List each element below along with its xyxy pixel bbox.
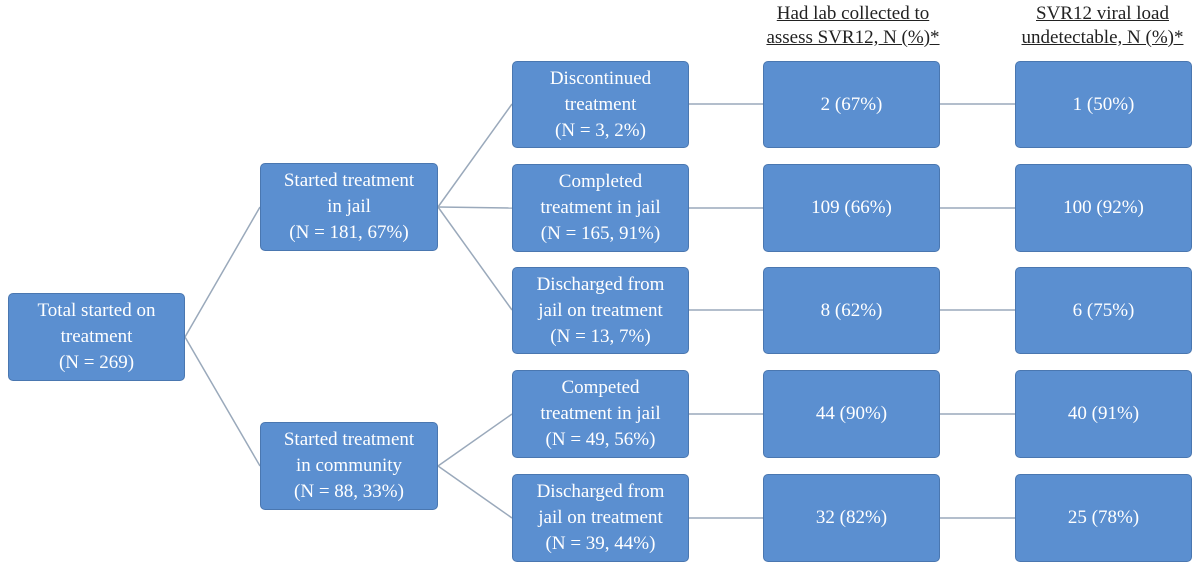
node-jail-line-1: Started treatment xyxy=(283,170,415,191)
node-completed-jail-line-2: treatment in jail xyxy=(540,197,661,218)
connector-total-jail xyxy=(184,206,261,338)
svr-discontinued-value: 1 (50%) xyxy=(1072,93,1135,115)
node-competed-community-line-3: (N = 49, 56%) xyxy=(545,429,656,450)
node-community-line-1: Started treatment xyxy=(283,429,415,450)
node-completed-jail: Completed treatment in jail (N = 165, 91… xyxy=(512,164,689,252)
node-total-line-1: Total started on xyxy=(37,300,156,321)
svr-discharged-jail-value: 6 (75%) xyxy=(1072,299,1135,321)
header-lab-line-1: Had lab collected to xyxy=(776,3,930,24)
node-total-started: Total started on treatment (N = 269) xyxy=(8,293,185,381)
svr-competed-community-value: 40 (91%) xyxy=(1067,403,1140,424)
lab-discontinued-value: 2 (67%) xyxy=(820,93,883,115)
lab-completed-jail: 109 (66%) xyxy=(763,164,940,252)
connector-jail-discontinued xyxy=(437,103,513,208)
node-discharged-community-line-1: Discharged from xyxy=(536,481,665,502)
svr-completed-jail-value: 100 (92%) xyxy=(1063,197,1144,218)
connector-community-competed xyxy=(437,413,513,467)
node-discharged-community-line-3: (N = 39, 44%) xyxy=(545,533,656,554)
svr-discharged-jail: 6 (75%) xyxy=(1015,267,1192,354)
node-started-jail: Started treatment in jail (N = 181, 67%) xyxy=(260,163,438,251)
node-community-line-3: (N = 88, 33%) xyxy=(294,481,404,502)
node-competed-community: Competed treatment in jail (N = 49, 56%) xyxy=(512,370,689,458)
connector-jail-discharged xyxy=(437,206,513,311)
lab-discontinued: 2 (67%) xyxy=(763,61,940,148)
lab-discharged-jail: 8 (62%) xyxy=(763,267,940,354)
header-svr-line-2: undetectable, N (%)* xyxy=(1021,27,1184,48)
node-discontinued-line-2: treatment xyxy=(564,93,637,115)
connector-community-discharged xyxy=(437,465,513,519)
header-lab-line-2: assess SVR12, N (%)* xyxy=(766,27,940,48)
node-discharged-jail-line-2: jail on treatment xyxy=(538,299,663,321)
svr-discharged-community-value: 25 (78%) xyxy=(1067,507,1140,528)
lab-completed-jail-value: 109 (66%) xyxy=(811,197,892,218)
node-started-community: Started treatment in community (N = 88, … xyxy=(260,422,438,510)
node-completed-jail-line-1: Completed xyxy=(558,171,643,192)
connector-jail-completed xyxy=(437,206,513,209)
svr-competed-community: 40 (91%) xyxy=(1015,370,1192,458)
node-discharged-community-line-2: jail on treatment xyxy=(538,507,663,528)
lab-discharged-community-value: 32 (82%) xyxy=(815,507,888,528)
lab-discharged-jail-value: 8 (62%) xyxy=(820,299,883,321)
header-lab-collected: Had lab collected to assess SVR12, N (%)… xyxy=(748,2,958,50)
lab-discharged-community: 32 (82%) xyxy=(763,474,940,562)
node-discharged-jail-line-1: Discharged from xyxy=(536,273,665,295)
node-jail-line-2: in jail xyxy=(327,196,371,217)
svr-completed-jail: 100 (92%) xyxy=(1015,164,1192,252)
lab-competed-community-value: 44 (90%) xyxy=(815,403,888,424)
node-competed-community-line-2: treatment in jail xyxy=(540,403,661,424)
svr-discharged-community: 25 (78%) xyxy=(1015,474,1192,562)
node-jail-line-3: (N = 181, 67%) xyxy=(289,222,409,243)
node-competed-community-line-1: Competed xyxy=(561,377,640,398)
node-discontinued: Discontinued treatment (N = 3, 2%) xyxy=(512,61,689,148)
node-total-line-2: treatment xyxy=(60,326,133,347)
node-completed-jail-line-3: (N = 165, 91%) xyxy=(540,223,661,244)
header-svr-line-1: SVR12 viral load xyxy=(1036,3,1169,24)
svr-discontinued: 1 (50%) xyxy=(1015,61,1192,148)
header-svr12: SVR12 viral load undetectable, N (%)* xyxy=(1005,2,1200,50)
node-total-line-3: (N = 269) xyxy=(58,352,135,373)
node-discharged-jail: Discharged from jail on treatment (N = 1… xyxy=(512,267,689,354)
node-discontinued-line-3: (N = 3, 2%) xyxy=(555,119,646,141)
connector-total-community xyxy=(184,336,261,467)
lab-competed-community: 44 (90%) xyxy=(763,370,940,458)
node-discharged-community: Discharged from jail on treatment (N = 3… xyxy=(512,474,689,562)
node-discharged-jail-line-3: (N = 13, 7%) xyxy=(550,325,651,347)
node-community-line-2: in community xyxy=(295,455,403,476)
node-discontinued-line-1: Discontinued xyxy=(549,67,652,89)
